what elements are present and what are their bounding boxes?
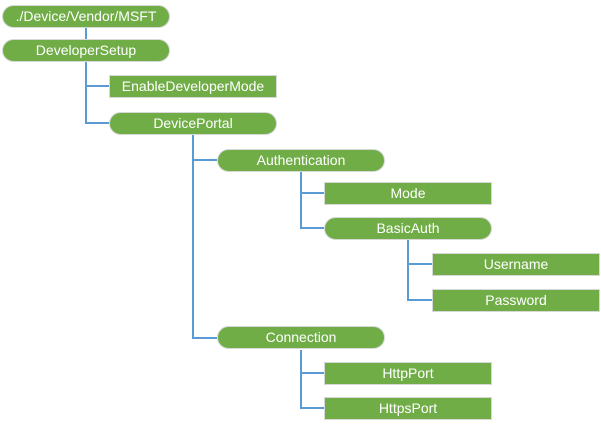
node-connection: Connection — [217, 326, 385, 349]
connector-elbow-password — [407, 299, 432, 301]
connector-elbow-basicauth — [300, 227, 324, 229]
node-httpport: HttpPort — [324, 362, 492, 385]
connector-elbow-authentication — [192, 159, 217, 161]
node-httpsport: HttpsPort — [324, 397, 492, 420]
node-password: Password — [432, 289, 600, 312]
connector-elbow-deviceportal — [85, 122, 109, 124]
node-basicauth: BasicAuth — [324, 217, 492, 240]
connector-elbow-connection — [192, 337, 217, 339]
connector-developersetup-drop — [85, 62, 87, 124]
node-device-vendor-msft: ./Device/Vendor/MSFT — [2, 5, 170, 28]
connector-elbow-mode — [300, 192, 324, 194]
connector-deviceportal-drop — [192, 135, 194, 339]
connector-elbow-httpsport — [300, 407, 324, 409]
connector-connection-drop — [300, 350, 302, 409]
connector-root-developersetup — [85, 28, 87, 39]
node-developersetup: DeveloperSetup — [2, 39, 170, 62]
node-deviceportal: DevicePortal — [109, 112, 277, 135]
node-mode: Mode — [324, 182, 492, 205]
connector-elbow-username — [407, 263, 432, 265]
connector-basicauth-drop — [407, 240, 409, 301]
connector-elbow-enabledevelopermode — [85, 85, 109, 87]
connector-authentication-drop — [300, 172, 302, 229]
connector-elbow-httpport — [300, 372, 324, 374]
node-enabledevelopermode: EnableDeveloperMode — [109, 75, 277, 98]
node-authentication: Authentication — [217, 149, 385, 172]
node-username: Username — [432, 253, 600, 276]
